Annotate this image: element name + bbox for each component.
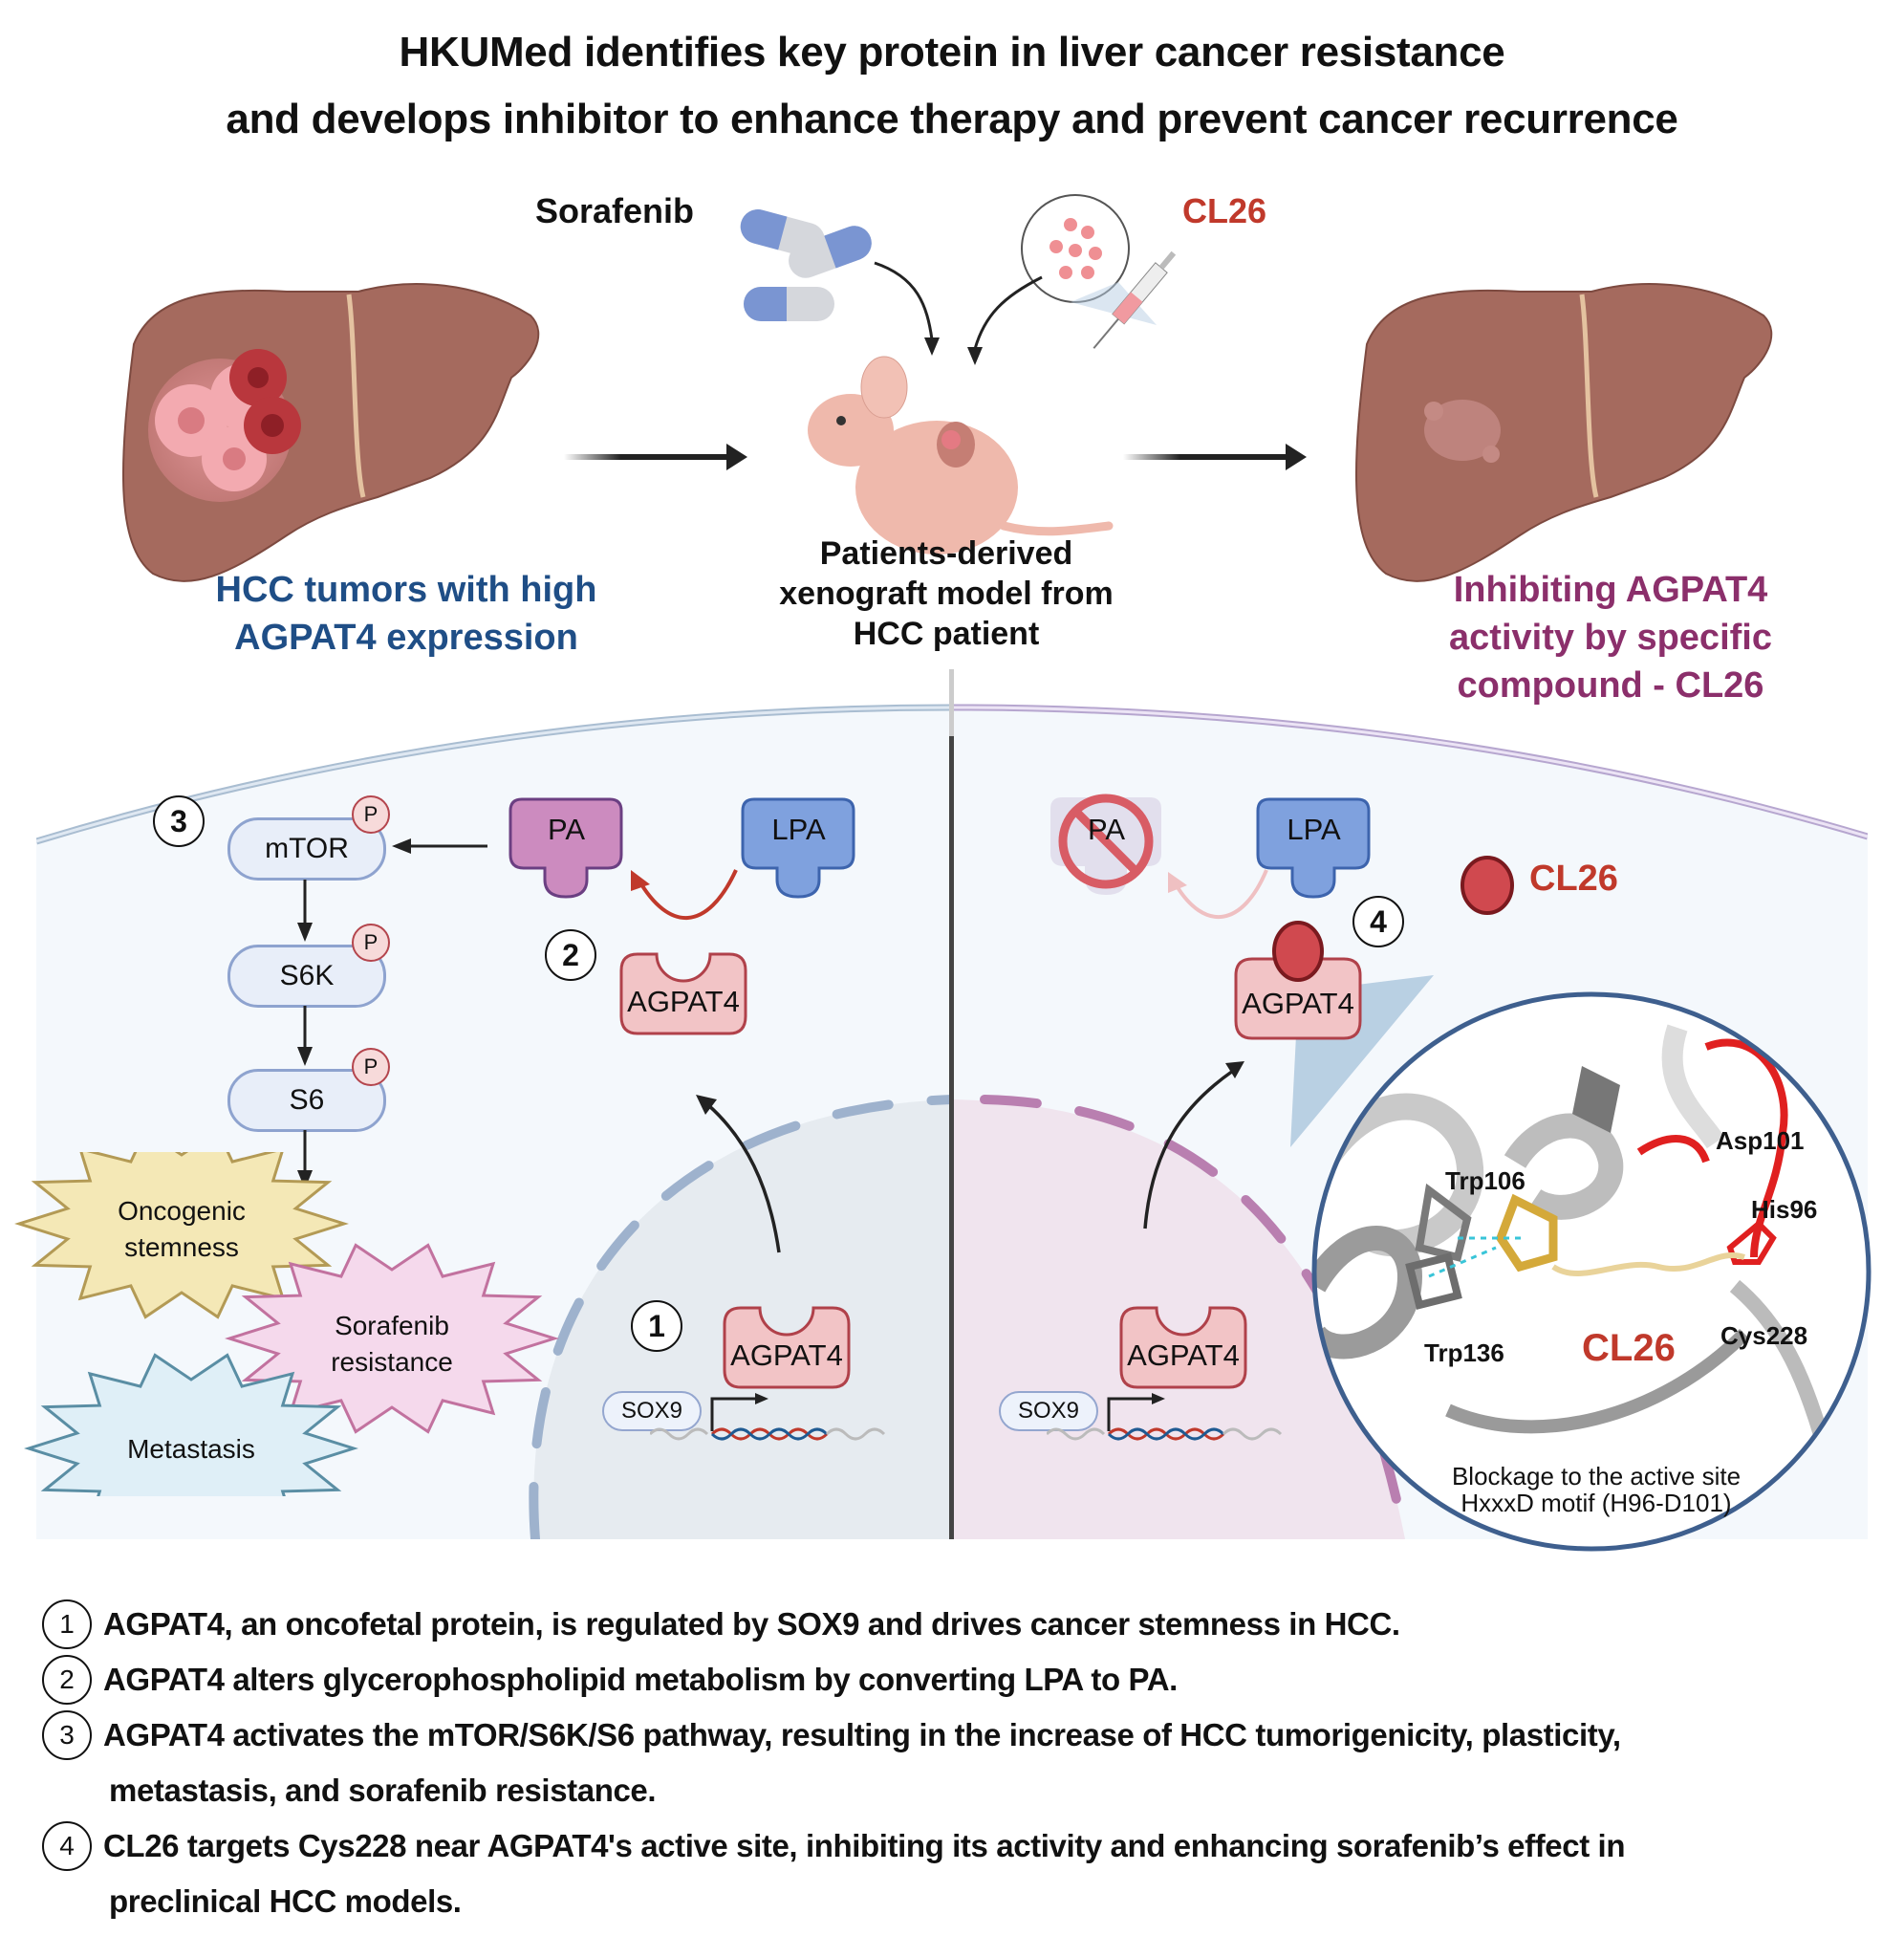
structure-caption-line-2: HxxxD motif (H96-D101) bbox=[1460, 1489, 1732, 1517]
syringe-icon bbox=[1021, 194, 1177, 349]
lpa-molecule-icon-right bbox=[1256, 797, 1371, 899]
outcome-sorafenib-resistance: Sorafenib resistance bbox=[292, 1308, 492, 1381]
agpat4-label-cytoplasm-right: AGPAT4 bbox=[1242, 987, 1354, 1020]
outcome-metastasis: Metastasis bbox=[127, 1434, 255, 1464]
liver-treated-icon bbox=[1355, 283, 1773, 582]
metastasis-burst bbox=[24, 1353, 358, 1496]
agpat4-label-nucleus-left: AGPAT4 bbox=[730, 1338, 843, 1372]
note-1-number: 1 bbox=[42, 1599, 92, 1649]
note-1: 1 AGPAT4, an oncofetal protein, is regul… bbox=[42, 1597, 1877, 1652]
phospho-mtor-badge: P bbox=[352, 795, 390, 834]
note-3-continued: metastasis, and sorafenib resistance. bbox=[42, 1763, 1877, 1818]
outcome-oncogenic-stemness: Oncogenic stemness bbox=[81, 1193, 282, 1266]
outcome-1-line-1: Oncogenic bbox=[118, 1196, 246, 1226]
step-2-badge: 2 bbox=[545, 929, 596, 981]
pa-label-right: PA bbox=[1087, 813, 1126, 846]
cl26-label-top: CL26 bbox=[1182, 191, 1267, 230]
cl26-legend-dot bbox=[1460, 856, 1514, 915]
outcome-bursts bbox=[14, 1152, 559, 1496]
agpat4-gene-product-icon-right bbox=[1119, 1306, 1247, 1389]
sox9-tf-right: SOX9 bbox=[999, 1391, 1098, 1431]
agpat4-gene-product-icon bbox=[723, 1306, 851, 1389]
step-3-badge: 3 bbox=[153, 795, 205, 847]
pa-blocked-icon bbox=[1050, 794, 1161, 895]
note-4: 4 CL26 targets Cys228 near AGPAT4's acti… bbox=[42, 1818, 1877, 1874]
residue-asp101: Asp101 bbox=[1716, 1126, 1805, 1155]
residue-cys228: Cys228 bbox=[1720, 1321, 1808, 1350]
phospho-s6-badge: P bbox=[352, 1048, 390, 1086]
residue-trp106: Trp106 bbox=[1445, 1166, 1525, 1195]
sorafenib-label: Sorafenib bbox=[535, 191, 695, 230]
note-4-text-continued: preclinical HCC models. bbox=[109, 1883, 462, 1919]
note-1-text: AGPAT4, an oncofetal protein, is regulat… bbox=[103, 1606, 1400, 1642]
residue-trp136: Trp136 bbox=[1424, 1338, 1504, 1367]
right-caption-line-2: activity by specific bbox=[1449, 618, 1772, 658]
liver-tumor-icon bbox=[122, 283, 540, 582]
note-3-number: 3 bbox=[42, 1710, 92, 1760]
note-4-number: 4 bbox=[42, 1821, 92, 1871]
protein-structure-inset bbox=[1311, 991, 1872, 1552]
pa-label-left: PA bbox=[547, 813, 586, 846]
left-caption-line-2: AGPAT4 expression bbox=[234, 618, 578, 658]
agpat4-inhibited-icon bbox=[1234, 921, 1362, 1040]
note-3-text: AGPAT4 activates the mTOR/S6K/S6 pathway… bbox=[103, 1717, 1621, 1752]
arrow-right-1 bbox=[564, 444, 747, 470]
note-4-text: CL26 targets Cys228 near AGPAT4's active… bbox=[103, 1828, 1626, 1863]
outcome-1-line-2: stemness bbox=[124, 1232, 239, 1262]
cl26-legend-label: CL26 bbox=[1529, 859, 1618, 899]
center-caption-line-1: Patients-derived bbox=[819, 535, 1073, 572]
residue-his96: His96 bbox=[1751, 1195, 1818, 1224]
ligand-cl26-label: CL26 bbox=[1582, 1327, 1676, 1369]
outcome-2-line-1: Sorafenib bbox=[335, 1311, 449, 1340]
note-2: 2 AGPAT4 alters glycerophospholipid meta… bbox=[42, 1652, 1877, 1708]
arrow-right-2 bbox=[1123, 444, 1307, 470]
note-2-text: AGPAT4 alters glycerophospholipid metabo… bbox=[103, 1662, 1178, 1697]
sorafenib-resistance-burst bbox=[225, 1243, 559, 1434]
title-line-2: and develops inhibitor to enhance therap… bbox=[226, 96, 1678, 142]
lpa-label-left: LPA bbox=[771, 813, 826, 846]
note-4-continued: preclinical HCC models. bbox=[42, 1874, 1877, 1929]
note-3-text-continued: metastasis, and sorafenib resistance. bbox=[109, 1773, 657, 1808]
pill-capsules-icon bbox=[740, 209, 872, 321]
title-line-1: HKUMed identifies key protein in liver c… bbox=[399, 29, 1505, 76]
oncogenic-stemness-burst bbox=[14, 1152, 349, 1319]
key-findings-list: 1 AGPAT4, an oncofetal protein, is regul… bbox=[42, 1597, 1877, 1929]
agpat4-label-nucleus-right: AGPAT4 bbox=[1127, 1338, 1240, 1372]
phospho-s6k-badge: P bbox=[352, 924, 390, 962]
pa-molecule-icon bbox=[508, 797, 623, 899]
right-caption-line-3: compound - CL26 bbox=[1457, 665, 1764, 706]
outcome-2-line-2: resistance bbox=[331, 1347, 453, 1377]
structure-caption: Blockage to the active site HxxxD motif … bbox=[1415, 1463, 1778, 1516]
dna-promoter-icon-right bbox=[1047, 1393, 1283, 1441]
agpat4-enzyme-icon bbox=[619, 952, 747, 1035]
structure-caption-line-1: Blockage to the active site bbox=[1451, 1462, 1742, 1490]
lpa-label-right: LPA bbox=[1287, 813, 1341, 846]
right-caption-line-1: Inhibiting AGPAT4 bbox=[1453, 570, 1768, 610]
lpa-molecule-icon bbox=[741, 797, 855, 899]
top-illustration bbox=[122, 194, 1773, 582]
s6k-node: S6K bbox=[227, 945, 386, 1008]
note-3: 3 AGPAT4 activates the mTOR/S6K/S6 pathw… bbox=[42, 1708, 1877, 1763]
center-caption: Patients-derived xenograft model from HC… bbox=[755, 533, 1137, 654]
left-caption: HCC tumors with high AGPAT4 expression bbox=[182, 566, 631, 662]
arrow-drug2 bbox=[973, 275, 1043, 350]
right-caption: Inhibiting AGPAT4 activity by specific c… bbox=[1405, 566, 1816, 709]
center-caption-line-3: HCC patient bbox=[853, 616, 1040, 652]
left-caption-line-1: HCC tumors with high bbox=[215, 570, 597, 610]
agpat4-label-cytoplasm-left: AGPAT4 bbox=[627, 985, 740, 1018]
note-2-number: 2 bbox=[42, 1655, 92, 1705]
dna-promoter-icon-left bbox=[650, 1393, 886, 1441]
center-caption-line-2: xenograft model from bbox=[779, 576, 1114, 612]
step-1-badge: 1 bbox=[631, 1300, 682, 1352]
arrow-drug1 bbox=[874, 261, 934, 340]
mouse-xenograft-icon bbox=[808, 356, 1114, 555]
sox9-tf-left: SOX9 bbox=[602, 1391, 702, 1431]
step-4-badge: 4 bbox=[1352, 896, 1404, 947]
